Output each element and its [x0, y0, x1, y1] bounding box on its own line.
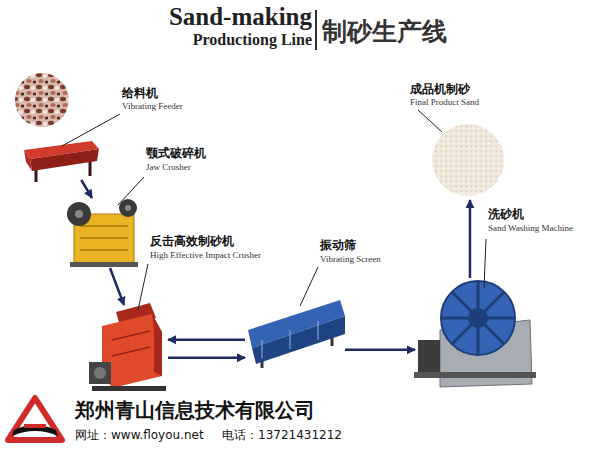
leader-line [62, 114, 120, 146]
machine-name-en: High Effective Impact Crusher [150, 250, 261, 261]
impact-crusher-figure [112, 347, 150, 356]
machine-node: 颚式破碎机Jaw Crusher [65, 198, 140, 268]
impact-crusher-figure [89, 303, 166, 391]
flow-arrow [81, 180, 92, 198]
phone: 电话：13721431212 [222, 427, 342, 444]
machine-name-en: Final Product Sand [410, 97, 479, 108]
flow-arrow [168, 339, 245, 342]
machine-name-en: Vibrating Feeder [122, 101, 183, 112]
flow-arrow [110, 268, 124, 305]
jaw-crusher-figure [67, 202, 91, 226]
raw-stone [15, 73, 69, 127]
machine-name-zh: 成品机制砂 [410, 82, 470, 96]
final-sand-figure [432, 124, 504, 196]
machine-name-en: Vibrating Screen [320, 254, 381, 265]
impact-crusher-figure [92, 386, 166, 391]
company-logo [8, 398, 62, 440]
leader-line [484, 239, 486, 288]
machine-node: 成品机制砂Final Product Sand [425, 120, 515, 200]
machine-node: 给料机Vibrating Feeder [22, 135, 100, 180]
sand-washer-figure [414, 372, 536, 378]
leader-lines [62, 110, 486, 310]
leader-line [418, 110, 442, 132]
jaw-crusher-figure [75, 210, 83, 218]
leader-line [138, 264, 148, 310]
machine-name-zh: 给料机 [122, 86, 158, 100]
jaw-crusher-figure [125, 205, 131, 211]
jaw-crusher-figure [70, 262, 138, 267]
sand-washer-figure [418, 340, 440, 372]
machine-node: 振动筛Vibrating Screen [245, 298, 345, 370]
sand-washer-figure [414, 281, 536, 387]
machine-name-zh: 反击高效制砂机 [150, 234, 234, 248]
machine-node: 反击高效制砂机High Effective Impact Crusher [88, 305, 168, 393]
company-logo [24, 424, 46, 428]
vibrating-screen-figure [252, 316, 345, 364]
company-logo [12, 425, 58, 436]
leader-line [118, 177, 144, 205]
feeder-figure [24, 150, 32, 171]
sand-washer-figure [452, 292, 504, 344]
flow-arrow [345, 349, 415, 352]
feeder-figure [24, 141, 99, 182]
machine-name-zh: 洗砂机 [488, 207, 524, 221]
impact-crusher-figure [94, 367, 106, 379]
jaw-crusher-figure [80, 249, 128, 251]
sand-washer-figure [441, 281, 515, 355]
vibrating-screen-figure [248, 300, 345, 368]
impact-crusher-figure [152, 314, 162, 376]
leader-line [300, 267, 318, 306]
impact-crusher-figure [112, 331, 150, 340]
machine-node: 洗砂机Sand Washing Machine [415, 278, 535, 388]
feeder-figure [30, 149, 99, 171]
vibrating-screen-figure [262, 340, 263, 358]
title-chinese: 制砂生产线 [322, 15, 447, 48]
sand-washer-figure [452, 292, 504, 344]
vibrating-screen-figure [290, 330, 291, 349]
flow-arrow [168, 357, 245, 360]
company-logo [8, 398, 62, 440]
flow-arrow [469, 200, 472, 278]
website: 网址：www.floyou.net [75, 427, 204, 444]
raw-stone [15, 73, 69, 127]
machine-name-en: Jaw Crusher [146, 162, 191, 173]
vibrating-screen-figure [318, 321, 319, 340]
final-sand-figure [432, 124, 504, 196]
company-name: 郑州青山信息技术有限公司 [75, 397, 315, 424]
impact-crusher-figure [89, 362, 111, 384]
jaw-crusher-figure [80, 237, 128, 239]
machine-name-zh: 振动筛 [320, 238, 356, 252]
title: Sand-making Productiong Line [132, 3, 312, 49]
title-divider [315, 10, 317, 50]
jaw-crusher-figure [67, 199, 138, 267]
jaw-crusher-figure [80, 225, 128, 227]
machine-name-en: Sand Washing Machine [488, 223, 573, 234]
machine-name-zh: 颚式破碎机 [146, 146, 206, 160]
